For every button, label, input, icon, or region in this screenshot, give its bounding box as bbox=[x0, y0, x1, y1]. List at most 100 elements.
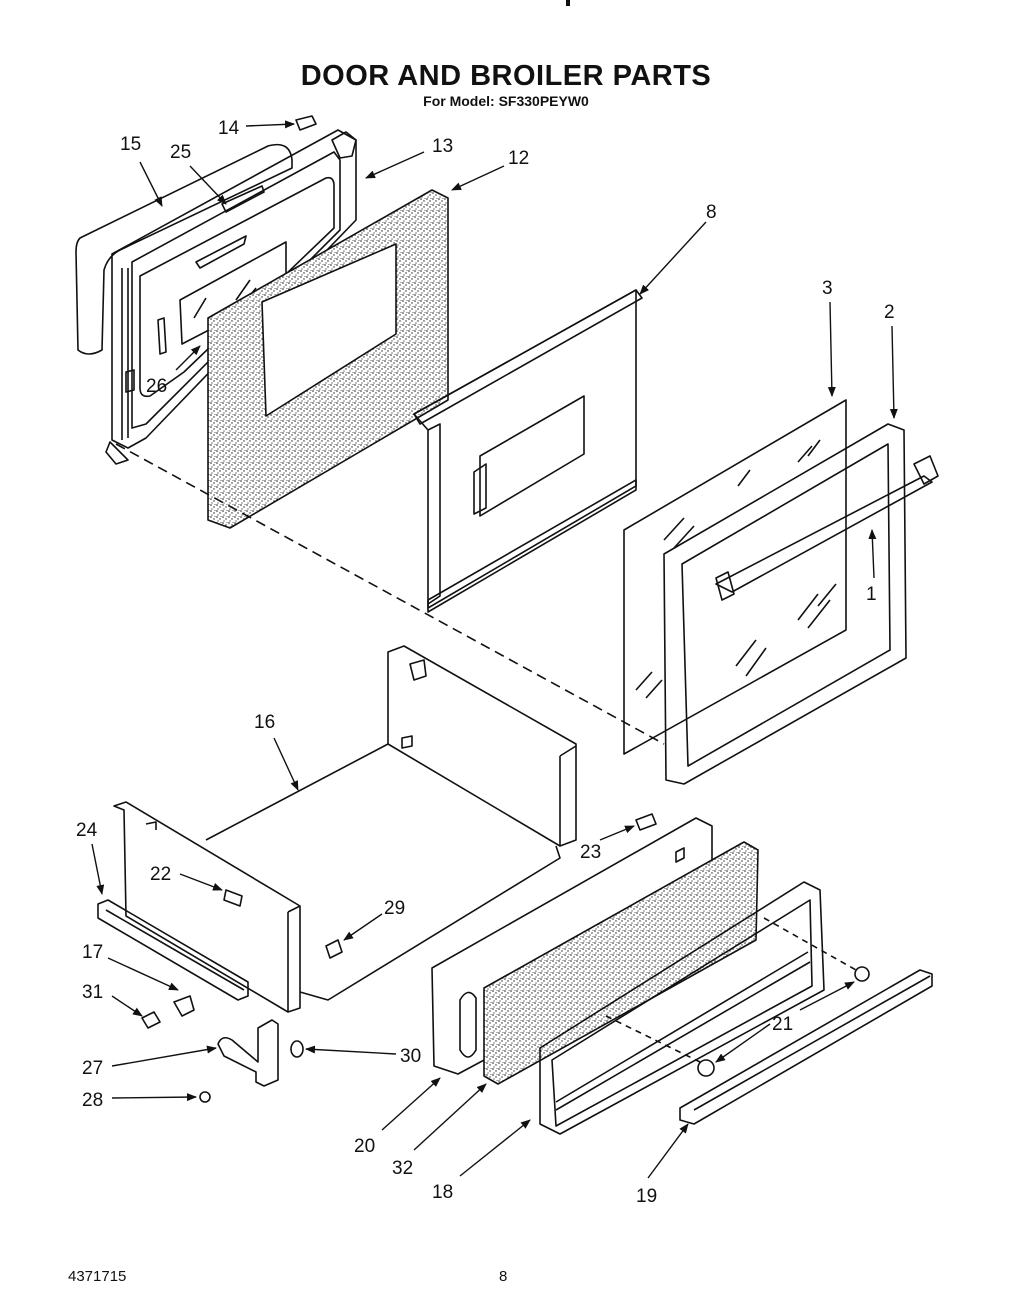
screw-29 bbox=[325, 939, 343, 959]
outer-door-glass-shine bbox=[735, 583, 837, 677]
leader-19 bbox=[647, 1123, 689, 1179]
page-number: 8 bbox=[499, 1268, 508, 1285]
side-panel-edge bbox=[287, 905, 301, 1012]
frame-left-edge bbox=[427, 423, 441, 605]
callout-18: 18 bbox=[432, 1182, 453, 1203]
leader-22 bbox=[179, 873, 223, 891]
callout-8: 8 bbox=[706, 202, 717, 223]
frame-window-recess bbox=[479, 395, 585, 517]
leader-20 bbox=[381, 1077, 441, 1131]
oven-door-handle bbox=[715, 475, 933, 593]
bumper-dash-right bbox=[763, 917, 857, 971]
callout-2: 2 bbox=[884, 302, 895, 323]
liner-inner-edge bbox=[131, 151, 341, 429]
callout-labels: 1 2 3 8 12 13 14 15 16 17 18 19 20 21 22… bbox=[76, 118, 895, 1207]
bumper-left bbox=[697, 1059, 715, 1077]
broiler-rail bbox=[97, 899, 249, 1001]
leader-31 bbox=[111, 995, 143, 1017]
broiler-door-face bbox=[551, 899, 813, 1127]
callout-30: 30 bbox=[400, 1046, 421, 1067]
callout-12: 12 bbox=[508, 148, 529, 169]
callout-13: 13 bbox=[432, 136, 453, 157]
clip-31 bbox=[173, 995, 195, 1017]
leader-15 bbox=[139, 161, 163, 207]
rail-line bbox=[105, 909, 245, 991]
screw-22 bbox=[223, 889, 243, 907]
liner-slot-mid bbox=[125, 369, 135, 393]
callout-15: 15 bbox=[120, 134, 141, 155]
callout-16: 16 bbox=[254, 712, 275, 733]
broiler-door-groove bbox=[555, 951, 811, 1111]
bumper-dash-left bbox=[605, 1015, 701, 1063]
callout-20: 20 bbox=[354, 1136, 375, 1157]
leader-18 bbox=[459, 1119, 531, 1177]
broiler-outer-door bbox=[539, 881, 825, 1135]
insulation-window-cutout bbox=[261, 243, 397, 417]
leader-28 bbox=[111, 1093, 197, 1102]
callout-17: 17 bbox=[82, 942, 103, 963]
back-panel-clip bbox=[409, 659, 427, 681]
frame-latch bbox=[473, 463, 487, 515]
leader-17 bbox=[107, 957, 179, 991]
callout-21: 21 bbox=[772, 1014, 793, 1035]
back-panel-edge bbox=[559, 745, 577, 846]
registration-mark bbox=[566, 0, 570, 6]
callout-31: 31 bbox=[82, 982, 103, 1003]
broiler-frame-slot bbox=[459, 991, 477, 1058]
callout-25: 25 bbox=[170, 142, 191, 163]
broiler-back-panel bbox=[387, 645, 577, 847]
side-panel-notch bbox=[145, 821, 157, 830]
door-gasket bbox=[75, 143, 293, 355]
leader-1 bbox=[868, 529, 877, 579]
callout-19: 19 bbox=[636, 1186, 657, 1207]
leader-12 bbox=[451, 165, 505, 191]
leader-3 bbox=[827, 301, 836, 397]
callout-14: 14 bbox=[218, 118, 240, 139]
callout-29: 29 bbox=[384, 898, 405, 919]
frame-top-flange bbox=[413, 289, 643, 425]
callout-26: 26 bbox=[146, 376, 167, 397]
leader-2 bbox=[889, 325, 898, 419]
handle-end-right bbox=[913, 455, 939, 485]
document-number: 4371715 bbox=[68, 1268, 127, 1285]
leader-16 bbox=[273, 737, 299, 791]
leader-8 bbox=[639, 221, 707, 295]
callout-22: 22 bbox=[150, 864, 171, 885]
bracket bbox=[217, 1019, 279, 1087]
outer-door bbox=[663, 423, 907, 785]
leader-23 bbox=[599, 825, 635, 841]
outer-door-inner bbox=[681, 443, 891, 767]
broiler-frame-hole bbox=[675, 847, 685, 863]
leader-13 bbox=[365, 151, 425, 179]
leader-21b bbox=[799, 981, 855, 1011]
leader-14 bbox=[245, 120, 295, 129]
broiler-drawer-floor bbox=[205, 743, 561, 1001]
glass-panel bbox=[623, 399, 847, 755]
glass-shine bbox=[635, 439, 821, 699]
leader-29 bbox=[343, 913, 383, 941]
model-subtitle: For Model: SF330PEYW0 bbox=[423, 93, 589, 109]
screw-31 bbox=[141, 1011, 161, 1029]
page-title: DOOR AND BROILER PARTS bbox=[300, 60, 712, 92]
screw-14 bbox=[295, 115, 317, 131]
liner-bracket bbox=[195, 235, 247, 269]
liner-hinge-top bbox=[331, 131, 357, 159]
broiler-side-panel bbox=[113, 801, 301, 1013]
broiler-insulation bbox=[483, 841, 759, 1085]
callout-23: 23 bbox=[580, 842, 601, 863]
liner-left-strip bbox=[121, 268, 129, 440]
liner-hinge-bottom bbox=[105, 441, 129, 465]
leader-21a bbox=[715, 1023, 771, 1063]
leader-26 bbox=[175, 345, 201, 371]
callout-27: 27 bbox=[82, 1058, 103, 1079]
callout-32: 32 bbox=[392, 1158, 413, 1179]
frame-bottom-flange bbox=[427, 479, 637, 613]
leader-32 bbox=[413, 1083, 487, 1151]
alignment-line bbox=[115, 443, 665, 745]
callout-3: 3 bbox=[822, 278, 833, 299]
leader-25 bbox=[189, 165, 227, 205]
leader-24 bbox=[91, 843, 105, 895]
leader-27 bbox=[111, 1045, 217, 1067]
